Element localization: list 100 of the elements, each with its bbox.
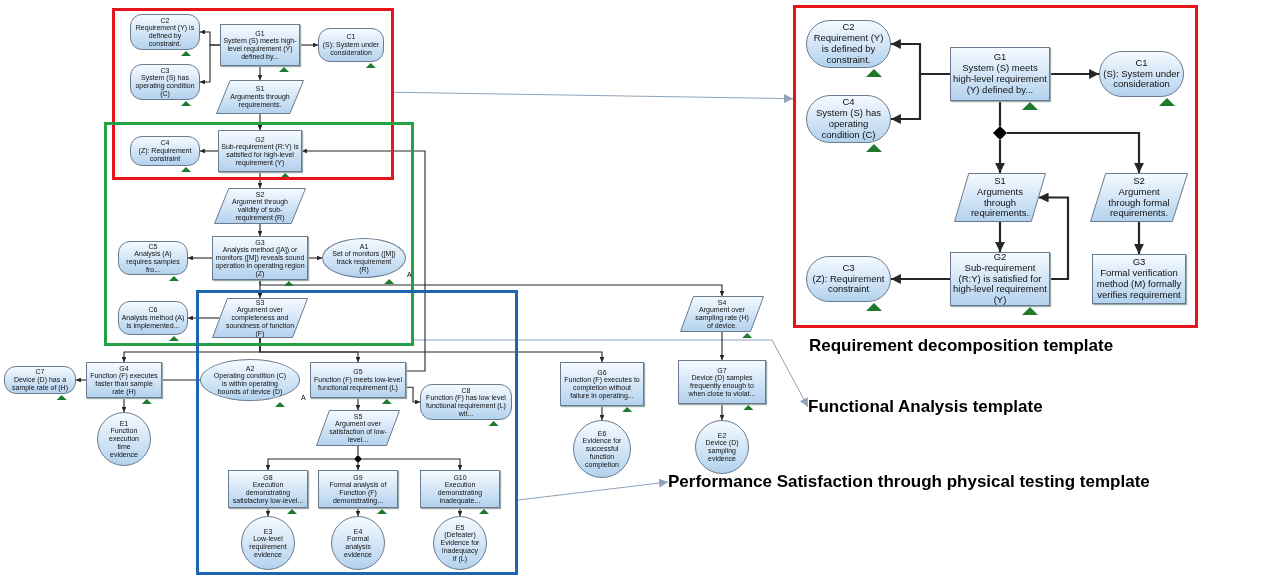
- context-box: [806, 20, 891, 68]
- node-label: Arguments through requirements.: [969, 186, 1031, 220]
- evidence-ellipse: [97, 412, 151, 466]
- connector-line: [998, 101, 1002, 126]
- node-id: S1: [994, 175, 1006, 187]
- goal-box: [212, 236, 308, 280]
- node-label: Formal verification method (M) formally verifies requirement: [1095, 268, 1183, 301]
- goal-box: [950, 252, 1050, 306]
- arrow: [301, 148, 426, 372]
- node-id: C3: [842, 262, 855, 274]
- context-box: [118, 241, 188, 275]
- node-id: C4: [842, 97, 855, 109]
- arrow: [1050, 69, 1099, 79]
- node-label: (Z): Requirement constraint: [811, 273, 886, 296]
- evidence-ellipse: [241, 516, 295, 570]
- strategy-parallelogram: [316, 410, 400, 446]
- arrow: [259, 337, 605, 363]
- goal-box: [318, 470, 398, 508]
- node-label: Argument through formal requirements.: [1107, 186, 1171, 220]
- node-id: G2: [993, 251, 1007, 263]
- context-box: [4, 366, 76, 394]
- goal-box: [86, 362, 162, 398]
- node-label: Sub-requirement (R:Y) is satisfied for high-level requirement (Y): [953, 262, 1047, 307]
- decision-diamond: [354, 455, 362, 463]
- evidence-ellipse: [200, 359, 300, 401]
- arrow: [891, 274, 950, 284]
- arrow: [355, 397, 361, 411]
- context-box: [118, 301, 188, 335]
- node-label: Requirement (Y) is defined by constraint.: [812, 33, 885, 66]
- node-label: (S): System under consideration: [1102, 68, 1181, 91]
- template-caption: Requirement decomposition template: [809, 335, 1114, 357]
- node-id: S2: [1133, 175, 1145, 187]
- arrow: [187, 315, 221, 321]
- strategy-parallelogram: [216, 80, 304, 114]
- arrow: [265, 507, 271, 517]
- arrow: [199, 148, 219, 154]
- arrow: [257, 171, 263, 189]
- arrow: [257, 65, 263, 81]
- arrow: [599, 405, 605, 421]
- highlight-frame: [196, 290, 518, 575]
- context-box: [130, 64, 200, 100]
- arrow: [257, 113, 263, 131]
- arrow: [405, 386, 421, 405]
- evidence-ellipse: [331, 516, 385, 570]
- node-id: G3: [1132, 257, 1146, 269]
- highlight-frame: [793, 5, 1198, 328]
- arrow: [891, 72, 950, 124]
- goal-box: [560, 362, 644, 406]
- arrow: [299, 42, 319, 48]
- node-label: System (S) meets high-level requirement (Y) defined by...: [953, 63, 1047, 96]
- node-id: C1: [1135, 57, 1148, 69]
- evidence-ellipse: [695, 420, 749, 474]
- connector-line: [357, 445, 359, 456]
- arrow: [517, 478, 669, 501]
- arrow: [257, 223, 263, 237]
- context-box: [318, 28, 384, 62]
- template-label: Functional Analysis template: [808, 396, 1043, 419]
- goal-box: [420, 470, 500, 508]
- decision-diamond: [993, 126, 1007, 140]
- goal-box: [950, 47, 1050, 101]
- arrow: [457, 507, 463, 517]
- goal-box: [1092, 254, 1186, 304]
- arrow: [307, 255, 323, 261]
- evidence-ellipse: [433, 516, 487, 570]
- goal-box: [678, 360, 766, 404]
- strategy-parallelogram: [1090, 173, 1188, 222]
- arrow: [121, 397, 127, 413]
- arrow: [719, 403, 725, 421]
- arrow: [1134, 222, 1144, 254]
- node-id: C2: [842, 22, 855, 34]
- goal-box: [220, 24, 300, 66]
- arrow: [259, 279, 725, 297]
- strategy-parallelogram: [680, 296, 764, 332]
- arrow: [187, 255, 213, 261]
- arrow: [719, 331, 725, 361]
- arrow: [995, 140, 1005, 173]
- arrow: [995, 222, 1005, 252]
- context-box: [420, 384, 512, 420]
- context-box: [806, 256, 891, 302]
- node-label: System (S) has operating condition (C): [815, 108, 882, 141]
- arrow: [1007, 131, 1144, 173]
- arrow: [361, 458, 463, 471]
- arrow: [355, 462, 361, 471]
- strategy-parallelogram: [212, 298, 308, 338]
- arrow: [75, 377, 87, 383]
- node-id: G1: [993, 52, 1007, 64]
- arrow: [413, 339, 809, 408]
- arrow: [265, 458, 355, 471]
- arrow: [393, 91, 794, 104]
- context-box: [806, 95, 891, 143]
- goal-box: [310, 362, 406, 398]
- goal-box: [218, 130, 302, 172]
- context-box: [130, 136, 200, 166]
- arrow: [199, 44, 221, 85]
- template-label: Performance Satisfaction through physical testing template: [668, 471, 1150, 494]
- context-box: [130, 14, 200, 50]
- strategy-parallelogram: [214, 188, 306, 224]
- arrow: [355, 507, 361, 517]
- context-box: [1099, 51, 1184, 97]
- arrow: [1038, 192, 1070, 281]
